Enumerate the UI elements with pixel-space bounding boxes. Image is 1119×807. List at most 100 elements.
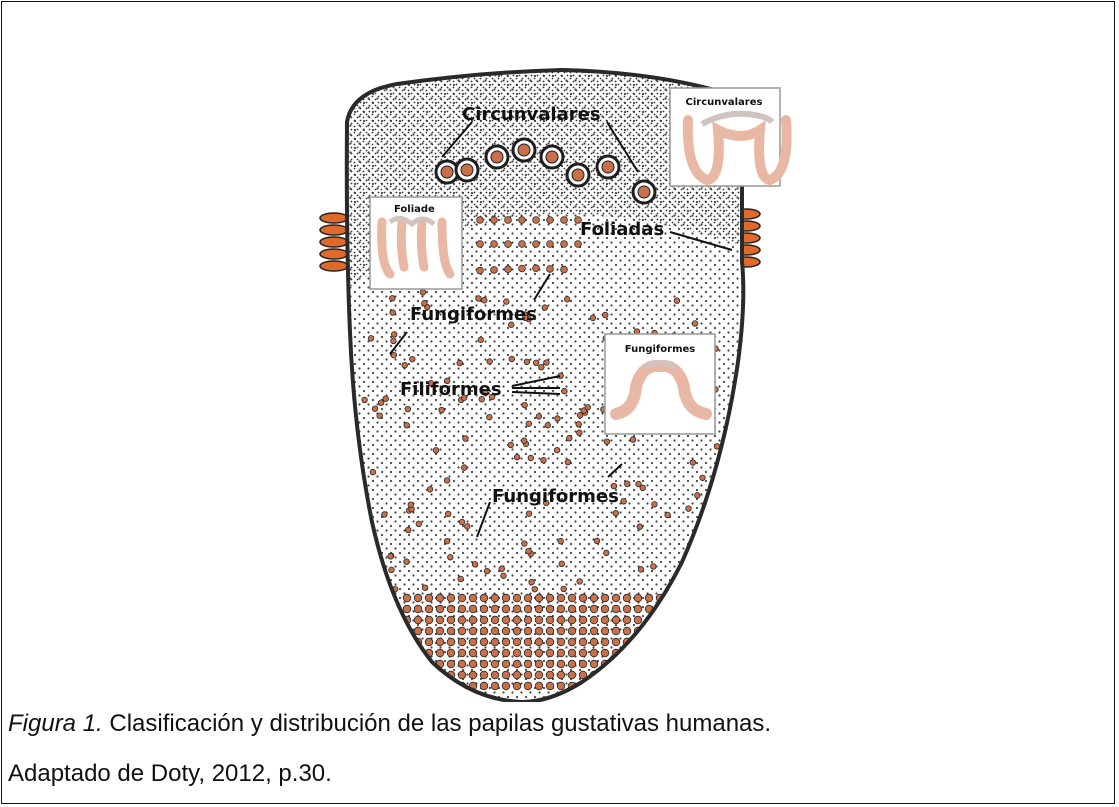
fungiform-papilla: [480, 660, 488, 668]
fungiform-papilla: [623, 660, 631, 668]
fungiform-papilla: [436, 649, 444, 657]
circumvallate-papilla-core: [638, 186, 650, 198]
fungiform-papilla: [505, 241, 512, 248]
fungiform-papilla: [579, 627, 587, 635]
fungiform-papilla: [533, 241, 540, 248]
fungiform-papilla: [509, 356, 515, 362]
label-filiformes: Filiformes: [400, 379, 502, 400]
fungiform-papilla: [469, 616, 477, 624]
fungiform-papilla: [416, 521, 422, 527]
fungiform-papilla: [529, 579, 535, 585]
fungiform-papilla: [513, 594, 521, 602]
fungiform-papilla: [526, 511, 532, 517]
fungiform-papilla: [403, 605, 411, 613]
fungiform-papilla: [480, 638, 488, 646]
fungiform-papilla: [612, 594, 620, 602]
fungiform-papilla: [436, 594, 444, 602]
fungiform-papilla: [491, 616, 499, 624]
fungiform-papilla: [533, 217, 540, 224]
fungiform-papilla: [594, 538, 600, 544]
fungiform-papilla: [526, 548, 532, 554]
fungiform-papilla: [561, 241, 568, 248]
fungiform-papilla: [558, 538, 564, 544]
fungiform-papilla: [601, 627, 609, 635]
fungiform-papilla: [519, 241, 526, 248]
fungiform-papilla: [403, 649, 411, 657]
fungiform-papilla: [491, 241, 498, 248]
fungiform-papilla: [634, 682, 642, 690]
fungiform-papilla: [378, 400, 384, 406]
fungiform-papilla: [568, 605, 576, 613]
fungiform-papilla: [656, 627, 664, 635]
fungiform-papilla: [469, 671, 477, 679]
fungiform-papilla: [585, 404, 591, 410]
inset-foliade-title: Foliade: [394, 204, 435, 215]
fungiform-papilla: [476, 296, 482, 302]
fungiform-papilla: [692, 321, 698, 327]
fungiform-papilla: [508, 442, 514, 448]
fungiform-papilla: [612, 660, 620, 668]
fungiform-papilla: [448, 554, 454, 560]
fungiform-papilla: [390, 310, 396, 316]
fungiform-papilla: [439, 407, 445, 413]
fungiform-papilla: [700, 475, 706, 481]
label-foliadas: Foliadas: [580, 219, 664, 240]
fungiform-papilla: [674, 298, 680, 304]
fungiform-papilla: [557, 638, 565, 646]
fungiform-papilla: [425, 682, 433, 690]
fungiform-papilla: [436, 638, 444, 646]
fungiform-papilla: [458, 605, 466, 613]
fungiform-papilla: [612, 605, 620, 613]
fungiform-papilla: [623, 605, 631, 613]
fungiform-papilla: [502, 682, 510, 690]
fungiform-papilla: [403, 660, 411, 668]
fungiform-papilla: [557, 605, 565, 613]
figure-caption: Figura 1. Clasificación y distribución d…: [8, 710, 771, 738]
fungiform-papilla: [590, 616, 598, 624]
inset-fungiformes-title: Fungiformes: [625, 344, 696, 355]
fungiform-papilla: [480, 649, 488, 657]
fungiform-papilla: [590, 315, 596, 321]
fungiform-papilla: [575, 241, 582, 248]
fungiform-papilla: [425, 671, 433, 679]
fungiform-papilla: [590, 638, 598, 646]
fungiform-papilla: [546, 671, 554, 679]
fungiform-papilla: [528, 455, 534, 461]
fungiform-papilla: [532, 586, 538, 592]
fungiform-papilla: [623, 594, 631, 602]
circumvallate-papilla-core: [602, 161, 614, 173]
fungiform-papilla: [382, 512, 388, 518]
fungiform-papilla: [634, 660, 642, 668]
fungiform-papilla: [621, 499, 627, 505]
fungiform-papilla: [634, 594, 642, 602]
fungiform-papilla: [568, 649, 576, 657]
fungiform-papilla: [404, 559, 410, 565]
fungiform-papilla: [539, 364, 545, 370]
fungiform-papilla: [477, 217, 484, 224]
fungiform-papilla: [568, 616, 576, 624]
fungiform-papilla: [533, 265, 540, 272]
fungiform-papilla: [414, 671, 422, 679]
fungiform-papilla: [623, 627, 631, 635]
fungiform-papilla: [557, 671, 565, 679]
fungiform-papilla: [544, 360, 550, 366]
fungiform-papilla: [458, 627, 466, 635]
fungiform-papilla: [561, 217, 568, 224]
fungiform-papilla: [613, 510, 619, 516]
fungiform-papilla: [478, 337, 484, 343]
fungiform-papilla: [502, 605, 510, 613]
fungiform-papilla: [590, 649, 598, 657]
fungiform-papilla: [535, 671, 543, 679]
fungiform-papilla: [463, 436, 469, 442]
fungiform-papilla: [565, 459, 571, 465]
fungiform-papilla: [425, 638, 433, 646]
fungiform-papilla: [562, 388, 568, 394]
fungiform-papilla: [502, 616, 510, 624]
fungiform-papilla: [480, 594, 488, 602]
inset-circunvalares: Circunvalares: [670, 88, 787, 186]
fungiform-papilla: [535, 627, 543, 635]
fungiform-papilla: [491, 594, 499, 602]
fungiform-papilla: [656, 682, 664, 690]
fungiform-papilla: [590, 627, 598, 635]
fungiform-papilla: [469, 594, 477, 602]
